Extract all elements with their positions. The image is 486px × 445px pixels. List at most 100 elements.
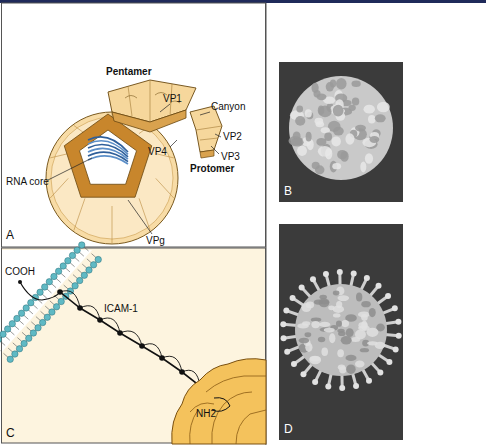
cell-membrane <box>79 252 83 256</box>
micrograph-d <box>337 269 343 275</box>
icam-chain <box>97 317 103 323</box>
micrograph-d <box>312 379 318 385</box>
micrograph-d <box>283 308 289 314</box>
part-label: VP4 <box>148 146 167 157</box>
cell-membrane <box>53 304 59 310</box>
cell-membrane <box>14 315 20 321</box>
micrograph-d <box>385 293 391 299</box>
micrograph-d <box>346 328 354 337</box>
cell-membrane <box>77 277 83 283</box>
virus-surface <box>190 376 266 444</box>
protomer-piece <box>200 150 214 158</box>
micrograph-d <box>351 270 357 276</box>
icam-chain <box>117 330 123 336</box>
micrograph-d <box>306 302 314 309</box>
cell-membrane <box>70 263 74 267</box>
micrograph-d <box>367 328 379 337</box>
micrograph-d <box>346 364 355 374</box>
leader-lines <box>48 158 92 180</box>
micrograph-d <box>361 301 371 307</box>
leader-lines <box>160 104 170 112</box>
part-label: Canyon <box>211 101 245 112</box>
micrograph-d <box>337 349 344 357</box>
cell-membrane <box>87 259 91 263</box>
cell-membrane <box>10 331 14 335</box>
cell-membrane <box>36 317 40 321</box>
micrograph-b <box>352 81 361 88</box>
micrograph-d <box>355 330 366 340</box>
cell-membrane <box>8 348 12 352</box>
cell-membrane <box>37 289 43 295</box>
micrograph-d <box>290 295 296 301</box>
cell-membrane <box>44 314 50 320</box>
micrograph-b <box>311 83 318 93</box>
part-label: VP1 <box>163 93 182 104</box>
cell-membrane <box>5 336 9 340</box>
cell-membrane <box>17 338 21 342</box>
cell-membrane <box>0 242 101 363</box>
icam-chain <box>60 292 214 398</box>
micrograph-d <box>295 284 387 376</box>
cell-membrane <box>86 267 92 273</box>
facet-line <box>50 154 68 158</box>
cell-membrane <box>20 282 60 300</box>
micrograph-d <box>386 359 392 365</box>
cell-membrane <box>33 305 37 309</box>
micrograph-d <box>377 370 383 376</box>
micrograph-d <box>333 290 340 295</box>
pentamer-piece <box>108 80 196 132</box>
cell-membrane <box>64 285 68 289</box>
cell-membrane <box>41 284 47 290</box>
micrograph-d <box>339 385 345 391</box>
terminus-label: COOH <box>5 266 35 277</box>
cell-membrane <box>13 343 17 347</box>
micrograph-d <box>366 378 372 384</box>
micrograph-b <box>326 82 334 92</box>
protomer-piece <box>190 106 222 158</box>
micrograph-d <box>309 356 321 364</box>
facet-line <box>50 178 68 198</box>
micrograph-d <box>284 349 290 355</box>
micrograph-b <box>324 133 332 141</box>
micrograph-b <box>375 114 386 122</box>
micrograph-d <box>369 308 376 317</box>
panel-letter: D <box>284 423 293 436</box>
micrograph-b <box>318 146 332 157</box>
capsid-drawing <box>46 80 222 244</box>
micrograph-d <box>297 323 309 328</box>
micrograph-d <box>329 333 335 343</box>
cell-membrane <box>24 315 28 319</box>
cell-membrane <box>95 256 101 262</box>
cell-membrane <box>45 306 49 310</box>
icam-chain <box>80 306 100 320</box>
micrograph-b <box>336 78 347 89</box>
micrograph-b <box>316 121 325 127</box>
cell-membrane <box>46 279 52 285</box>
cell-membrane <box>23 305 29 311</box>
micrograph-d <box>280 321 286 327</box>
cell-membrane <box>82 264 86 268</box>
micrograph-d <box>281 335 287 341</box>
micrograph-d <box>305 332 312 337</box>
micrograph-d <box>299 284 305 290</box>
cell-membrane <box>15 326 19 330</box>
cell-membrane <box>69 252 75 258</box>
icam-chain <box>60 291 80 308</box>
micrograph-d <box>395 319 401 325</box>
panel-a-frame <box>2 3 266 247</box>
cell-membrane <box>75 257 79 261</box>
panel-letter: C <box>6 427 15 440</box>
cell-membrane <box>4 326 10 332</box>
micrograph-d <box>299 338 310 344</box>
part-heading: Protomer <box>190 163 234 174</box>
micrograph-b <box>305 109 312 117</box>
part-label: RNA core <box>6 176 49 187</box>
cell-membrane <box>61 273 65 277</box>
micrograph-d <box>358 311 370 317</box>
micrograph-b <box>345 133 354 145</box>
cell-membrane <box>90 262 96 268</box>
micrograph-d <box>319 322 330 328</box>
micrograph-d <box>336 301 342 308</box>
cell-membrane <box>21 340 27 346</box>
